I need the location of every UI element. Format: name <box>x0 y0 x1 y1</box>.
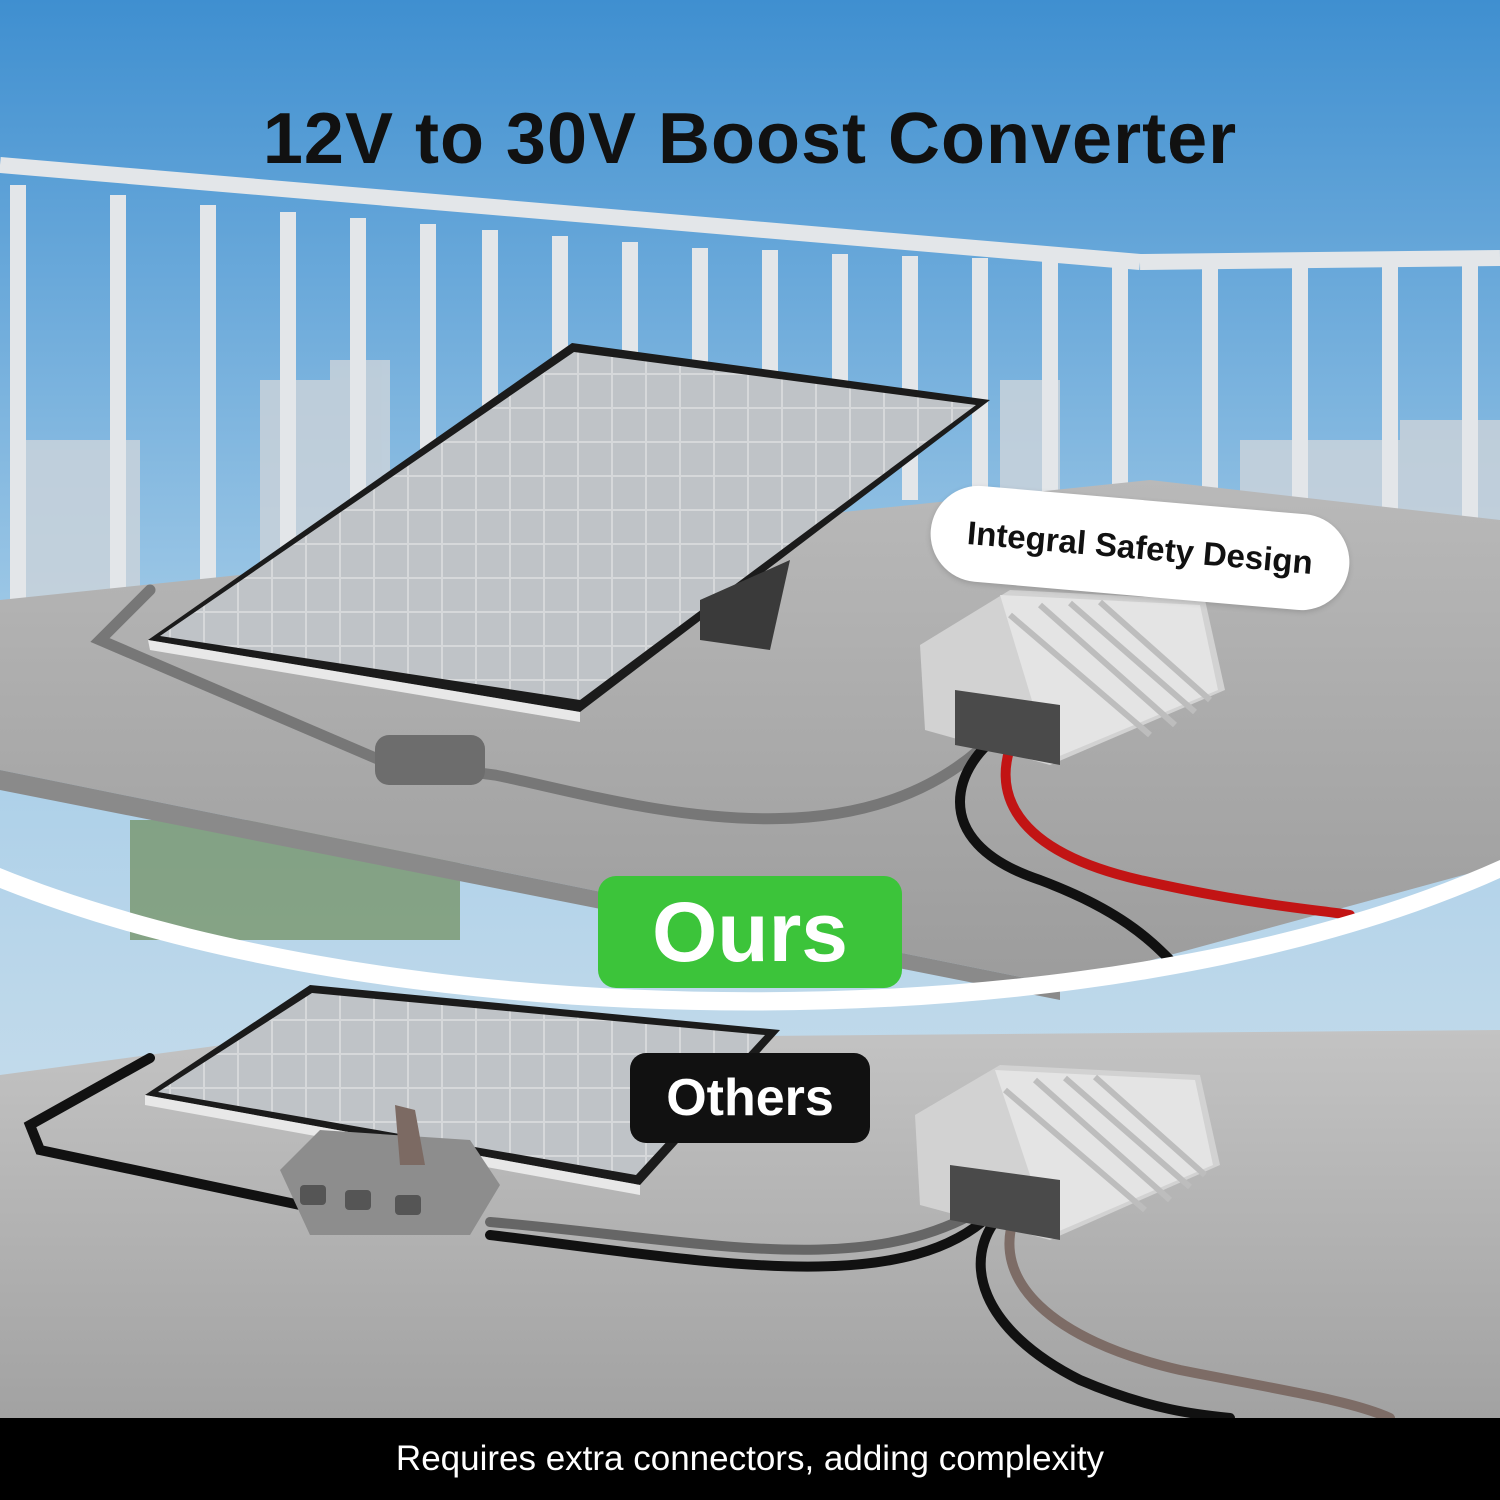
bottom-cables <box>23 1053 1395 1423</box>
wire-connector <box>280 1105 500 1235</box>
boost-converter-top <box>920 590 1225 765</box>
others-label: Others <box>666 1069 834 1127</box>
solar-panel-top <box>148 343 990 722</box>
top-cables <box>90 584 1355 965</box>
boost-converter-bottom <box>915 1065 1220 1240</box>
footer-caption-bar: Requires extra connectors, adding comple… <box>0 1418 1500 1500</box>
divider-curve <box>0 860 1500 1011</box>
footer-caption: Requires extra connectors, adding comple… <box>395 1439 1105 1478</box>
headline: 12V to 30V Boost Converter <box>262 99 1238 179</box>
ours-label: Ours <box>651 884 849 979</box>
safety-design-label: Integral Safety Design <box>965 513 1315 582</box>
others-badge: Others <box>630 1053 870 1143</box>
ours-badge: Ours <box>598 876 902 988</box>
